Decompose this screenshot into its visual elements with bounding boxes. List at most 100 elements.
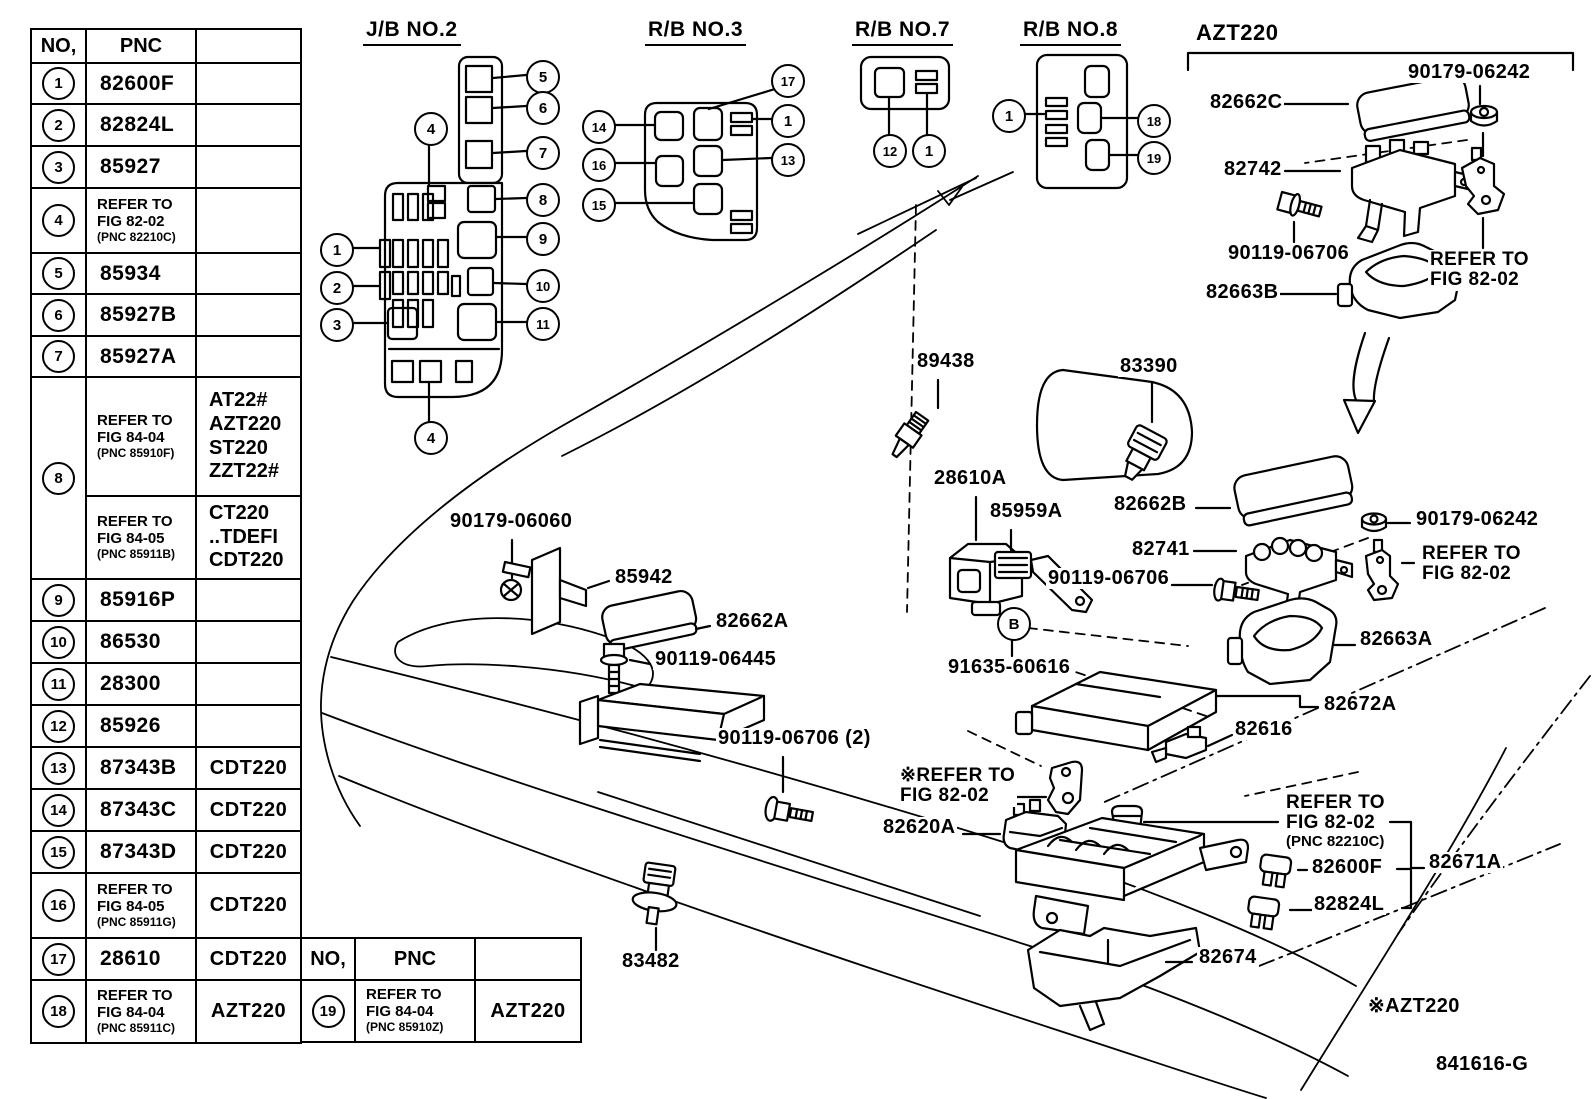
- note-cell: [195, 662, 302, 706]
- part-label-82662a: 82662A: [714, 610, 791, 633]
- callout-B: B: [997, 607, 1031, 641]
- callout-19: 19: [1137, 141, 1171, 175]
- callout-10: 10: [526, 269, 560, 303]
- note-cell: AT22# AZT220 ST220 ZZT22#: [195, 376, 302, 497]
- pnc-cell: 28300: [85, 662, 197, 706]
- callout-number: 13: [42, 751, 75, 785]
- callout-18: 18: [1137, 104, 1171, 138]
- inset-title-rb8: R/B NO.8: [1020, 18, 1122, 46]
- part-label-89438: 89438: [915, 350, 977, 373]
- callout-number: 16: [42, 889, 75, 922]
- footnote-model: ※AZT220: [1366, 995, 1462, 1018]
- part-label-85942: 85942: [613, 566, 675, 589]
- pnc-cell: 87343D: [85, 830, 197, 874]
- note-cell: AZT220: [474, 979, 582, 1043]
- table-row: 11 28300: [30, 662, 302, 706]
- part-label-82671a: 82671A: [1427, 851, 1504, 874]
- pnc-cell: 85927: [85, 145, 197, 189]
- pnc-cell: 82600F: [85, 62, 197, 105]
- part-label-82616: 82616: [1233, 718, 1295, 741]
- ref-sub-text: (PNC 85911B): [97, 546, 176, 561]
- note-cell: CDT220: [195, 872, 302, 939]
- part-label-90179-06060: 90179-06060: [448, 510, 575, 533]
- ref-text: REFER TO FIG 84-04: [97, 986, 173, 1021]
- ref-sub-text: (PNC 82210C): [1286, 832, 1385, 850]
- table-header-row: NO, PNC: [300, 937, 582, 981]
- ref-text: REFER TO FIG 84-05: [97, 512, 173, 547]
- ref-label-fig82-02-top: REFER TO FIG 82-02: [1428, 249, 1531, 291]
- ref-text: REFER TO FIG 82-02: [1286, 792, 1385, 834]
- part-label-90119-06706-mid: 90119-06706: [1046, 567, 1172, 590]
- note-cell: [195, 62, 302, 105]
- callout-14: 14: [582, 110, 616, 144]
- part-label-85959a: 85959A: [988, 500, 1065, 523]
- note-cell: AZT220: [195, 979, 302, 1044]
- pnc-cell: REFER TO FIG 84-05(PNC 85911B): [85, 495, 197, 580]
- callout-5: 5: [526, 60, 560, 94]
- part-label-90119-06445: 90119-06445: [653, 648, 779, 671]
- note-cell: [195, 620, 302, 664]
- note-cell: CDT220: [195, 746, 302, 790]
- drawing-number: 841616-G: [1434, 1053, 1531, 1076]
- callout-number: 19: [311, 994, 345, 1028]
- table-row: 1 82600F: [30, 62, 302, 105]
- note-cell: [195, 103, 302, 147]
- callout-6: 6: [526, 91, 560, 125]
- callout-4: 4: [414, 112, 448, 146]
- ref-label-fig82-02-star: ※REFER TO FIG 82-02: [898, 765, 1018, 807]
- pnc-cell: REFER TO FIG 84-04(PNC 85910F): [85, 376, 197, 497]
- part-label-82662b: 82662B: [1112, 493, 1189, 516]
- inset-title-rb3: R/B NO.3: [645, 18, 747, 46]
- callout-17: 17: [771, 64, 805, 98]
- callout-number: 5: [42, 257, 75, 290]
- ref-sub-text: (PNC 85910Z): [366, 1020, 444, 1035]
- col-header-note: [195, 28, 302, 64]
- callout-number: 8: [42, 461, 75, 495]
- pnc-cell: 85926: [85, 704, 197, 748]
- pnc-cell: 87343C: [85, 788, 197, 832]
- table-row: 8 REFER TO FIG 84-04(PNC 85910F) AT22# A…: [30, 376, 302, 580]
- col-header-no: NO,: [300, 937, 356, 981]
- callout-number: 15: [42, 835, 75, 869]
- part-label-90179-06242-top: 90179-06242: [1406, 61, 1533, 84]
- part-label-82674: 82674: [1197, 946, 1259, 969]
- note-cell: [195, 252, 302, 295]
- callout-number: 12: [42, 709, 75, 743]
- callout-number: 18: [42, 995, 75, 1028]
- note-cell: [195, 145, 302, 189]
- col-header-pnc: PNC: [354, 937, 476, 981]
- callout-number: 1: [42, 67, 75, 100]
- callout-number: 4: [42, 204, 75, 237]
- ref-text: REFER TO FIG 82-02: [97, 195, 173, 230]
- ref-text: REFER TO FIG 84-04: [97, 411, 173, 446]
- callout-number: 6: [42, 298, 75, 332]
- pnc-cell: 82824L: [85, 103, 197, 147]
- pnc-cell: 85916P: [85, 578, 197, 622]
- note-cell: CDT220: [195, 937, 302, 981]
- callout-number: 10: [42, 625, 75, 659]
- callout-number: 17: [42, 942, 75, 976]
- col-header-pnc: PNC: [85, 28, 197, 64]
- note-cell: CT220 ..TDEFI CDT220: [195, 495, 302, 580]
- callout-number: 14: [42, 793, 75, 827]
- part-label-82662c: 82662C: [1208, 91, 1285, 114]
- part-label-82663b: 82663B: [1204, 281, 1281, 304]
- callout-13: 13: [771, 143, 805, 177]
- callout-number: 11: [42, 667, 75, 701]
- part-label-82620a: 82620A: [881, 816, 958, 839]
- note-cell: [195, 704, 302, 748]
- inset-title-jb2: J/B NO.2: [363, 18, 461, 46]
- callout-12: 12: [873, 134, 907, 168]
- part-label-90119-06706-top: 90119-06706: [1226, 242, 1352, 265]
- callout-number: 9: [42, 583, 75, 617]
